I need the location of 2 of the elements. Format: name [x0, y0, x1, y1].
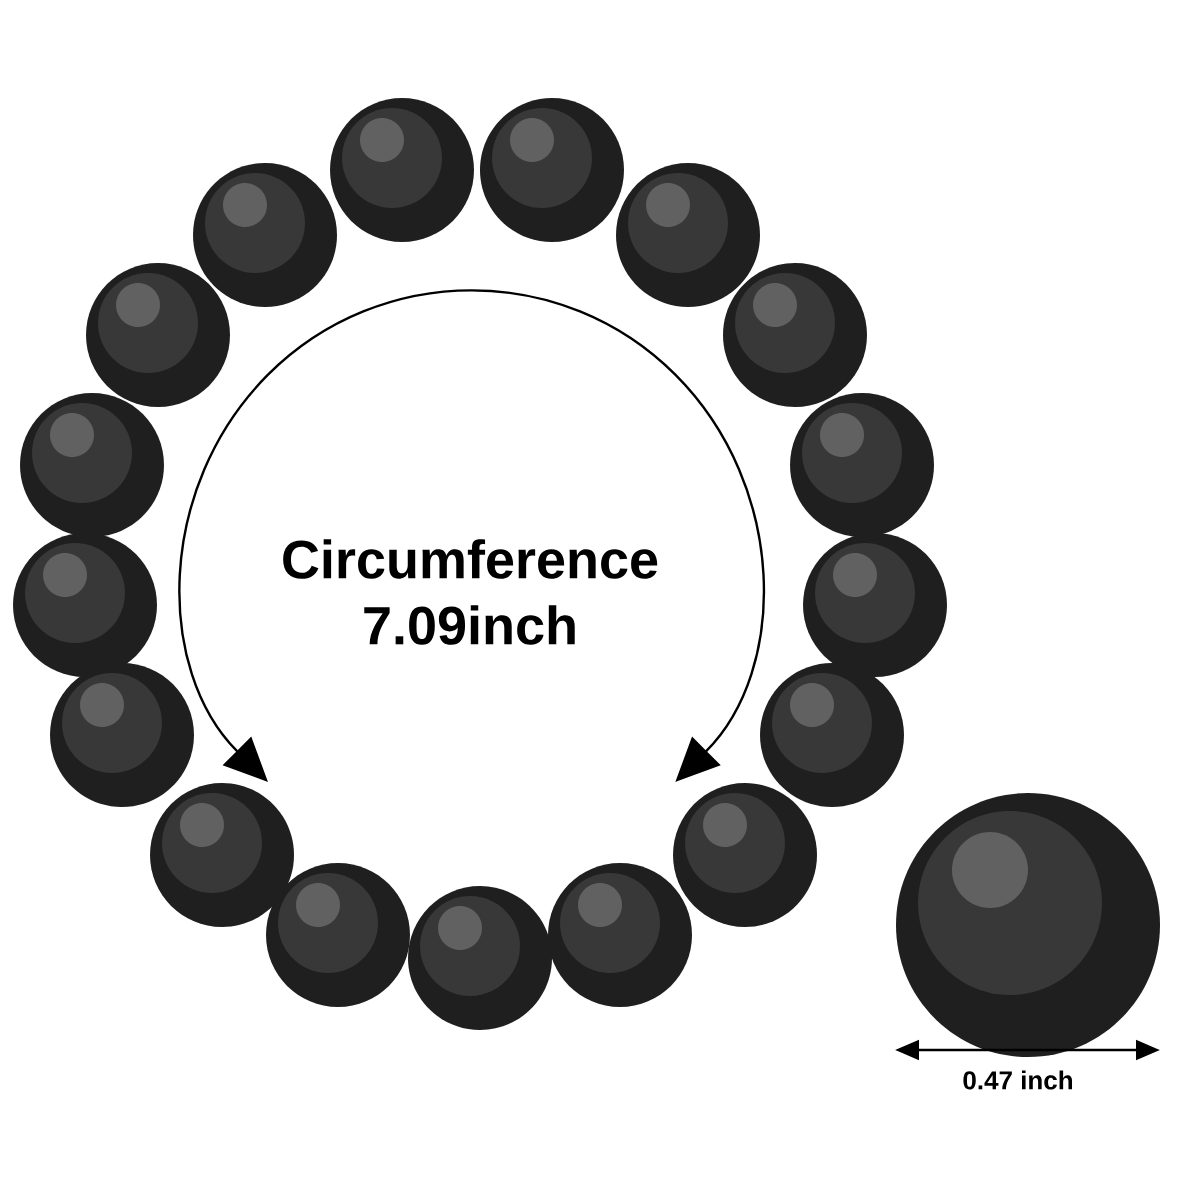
measurement-label: Circumference 7.09inch [283, 539, 658, 645]
dimension-label: 0.47 inch [963, 1070, 1072, 1090]
